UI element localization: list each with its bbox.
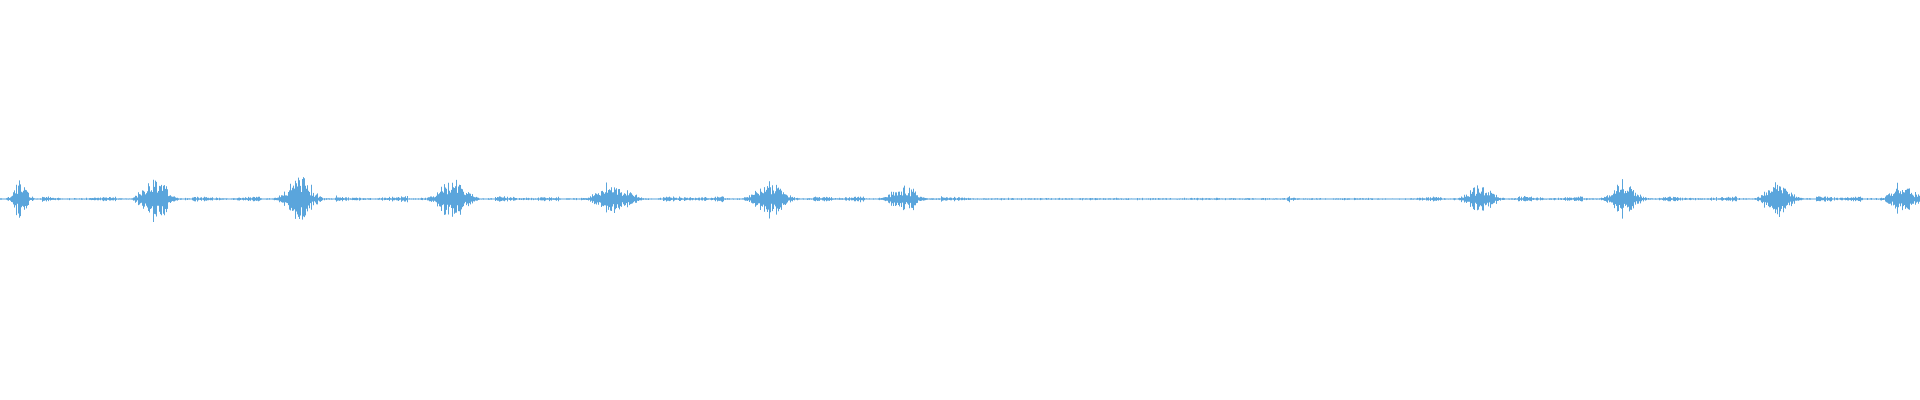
waveform-path <box>0 177 1920 222</box>
waveform-samples <box>0 177 1920 222</box>
